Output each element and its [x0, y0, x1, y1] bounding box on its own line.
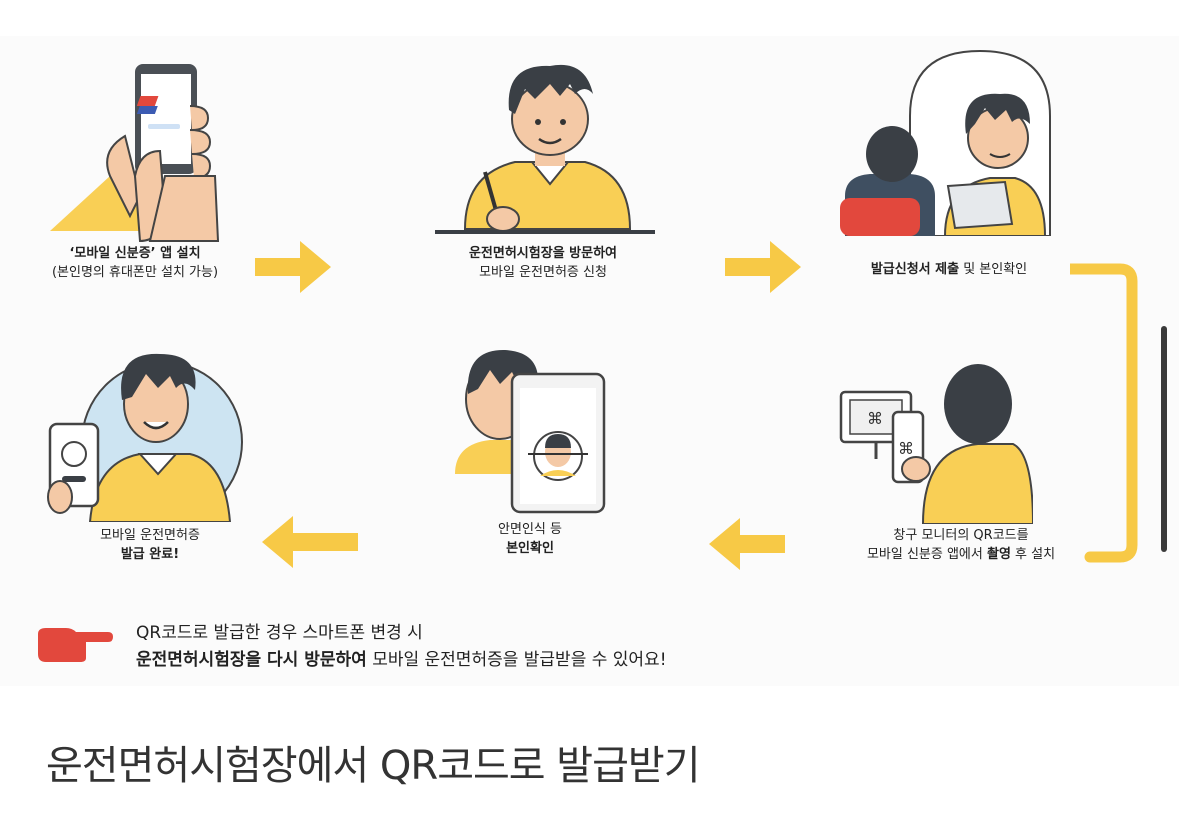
step-3-title: 발급신청서 제출 — [870, 262, 960, 277]
arrow-left-icon — [709, 518, 785, 570]
counter-officer-icon — [840, 49, 1051, 236]
step-5-subtitle: 본인확인 — [506, 541, 554, 556]
step-4-subtitle: 모바일 신분증 앱에서 — [866, 547, 987, 562]
qr-issuance-infographic: ‘모바일 신분증’ 앱 설치 (본인명의 휴대폰만 설치 가능) 운전면허시험장… — [0, 36, 1179, 686]
man-with-license-icon — [47, 353, 243, 522]
step-6-caption: 모바일 운전면허증 발급 완료! — [50, 526, 250, 564]
step-2-title: 운전면허시험장을 방문하여 — [468, 246, 618, 261]
man-writing-icon — [435, 64, 655, 234]
note-line-2-bold: 운전면허시험장을 다시 방문하여 — [136, 650, 367, 670]
connector-bracket-icon — [1070, 263, 1138, 563]
phone-hand-icon — [50, 64, 220, 243]
step-6-subtitle: 발급 완료! — [120, 547, 180, 562]
step-4-subtitle-bold: 촬영 — [986, 547, 1011, 562]
face-recognition-icon — [455, 349, 606, 514]
step-2-caption: 운전면허시험장을 방문하여 모바일 운전면허증 신청 — [428, 244, 658, 282]
step-3-caption: 발급신청서 제출 및 본인확인 — [826, 260, 1072, 279]
svg-text:⌘: ⌘ — [867, 409, 883, 428]
qr-scan-icon: ⌘ ⌘ — [839, 364, 1033, 524]
step-4-title: 창구 모니터의 QR코드를 — [893, 528, 1029, 543]
note-line-1: QR코드로 발급한 경우 스마트폰 변경 시 — [136, 623, 423, 643]
issuance-note: QR코드로 발급한 경우 스마트폰 변경 시 운전면허시험장을 다시 방문하여 … — [136, 620, 667, 674]
pointing-hand-icon — [38, 628, 113, 662]
note-line-2-rest: 모바일 운전면허증을 발급받을 수 있어요! — [366, 650, 667, 670]
arrow-right-icon — [255, 241, 331, 293]
step-3-title-rest: 및 본인확인 — [959, 262, 1028, 277]
step-6-title: 모바일 운전면허증 — [100, 528, 200, 543]
step-1-subtitle: (본인명의 휴대폰만 설치 가능) — [51, 265, 219, 280]
page-title: 운전면허시험장에서 QR코드로 발급받기 — [46, 743, 701, 789]
svg-text:⌘: ⌘ — [898, 439, 914, 458]
arrow-right-icon — [725, 241, 801, 293]
step-1-caption: ‘모바일 신분증’ 앱 설치 (본인명의 휴대폰만 설치 가능) — [20, 244, 250, 282]
step-5-caption: 안면인식 등 본인확인 — [440, 520, 620, 558]
step-4-subtitle-rest: 후 설치 — [1010, 547, 1056, 562]
step-4-caption: 창구 모니터의 QR코드를 모바일 신분증 앱에서 촬영 후 설치 — [816, 526, 1106, 564]
step-2-subtitle: 모바일 운전면허증 신청 — [479, 265, 607, 280]
step-5-title: 안면인식 등 — [498, 522, 562, 537]
step-1-title: ‘모바일 신분증’ 앱 설치 — [69, 246, 201, 261]
arrow-left-icon — [262, 516, 358, 568]
scrollbar[interactable] — [1161, 326, 1167, 552]
